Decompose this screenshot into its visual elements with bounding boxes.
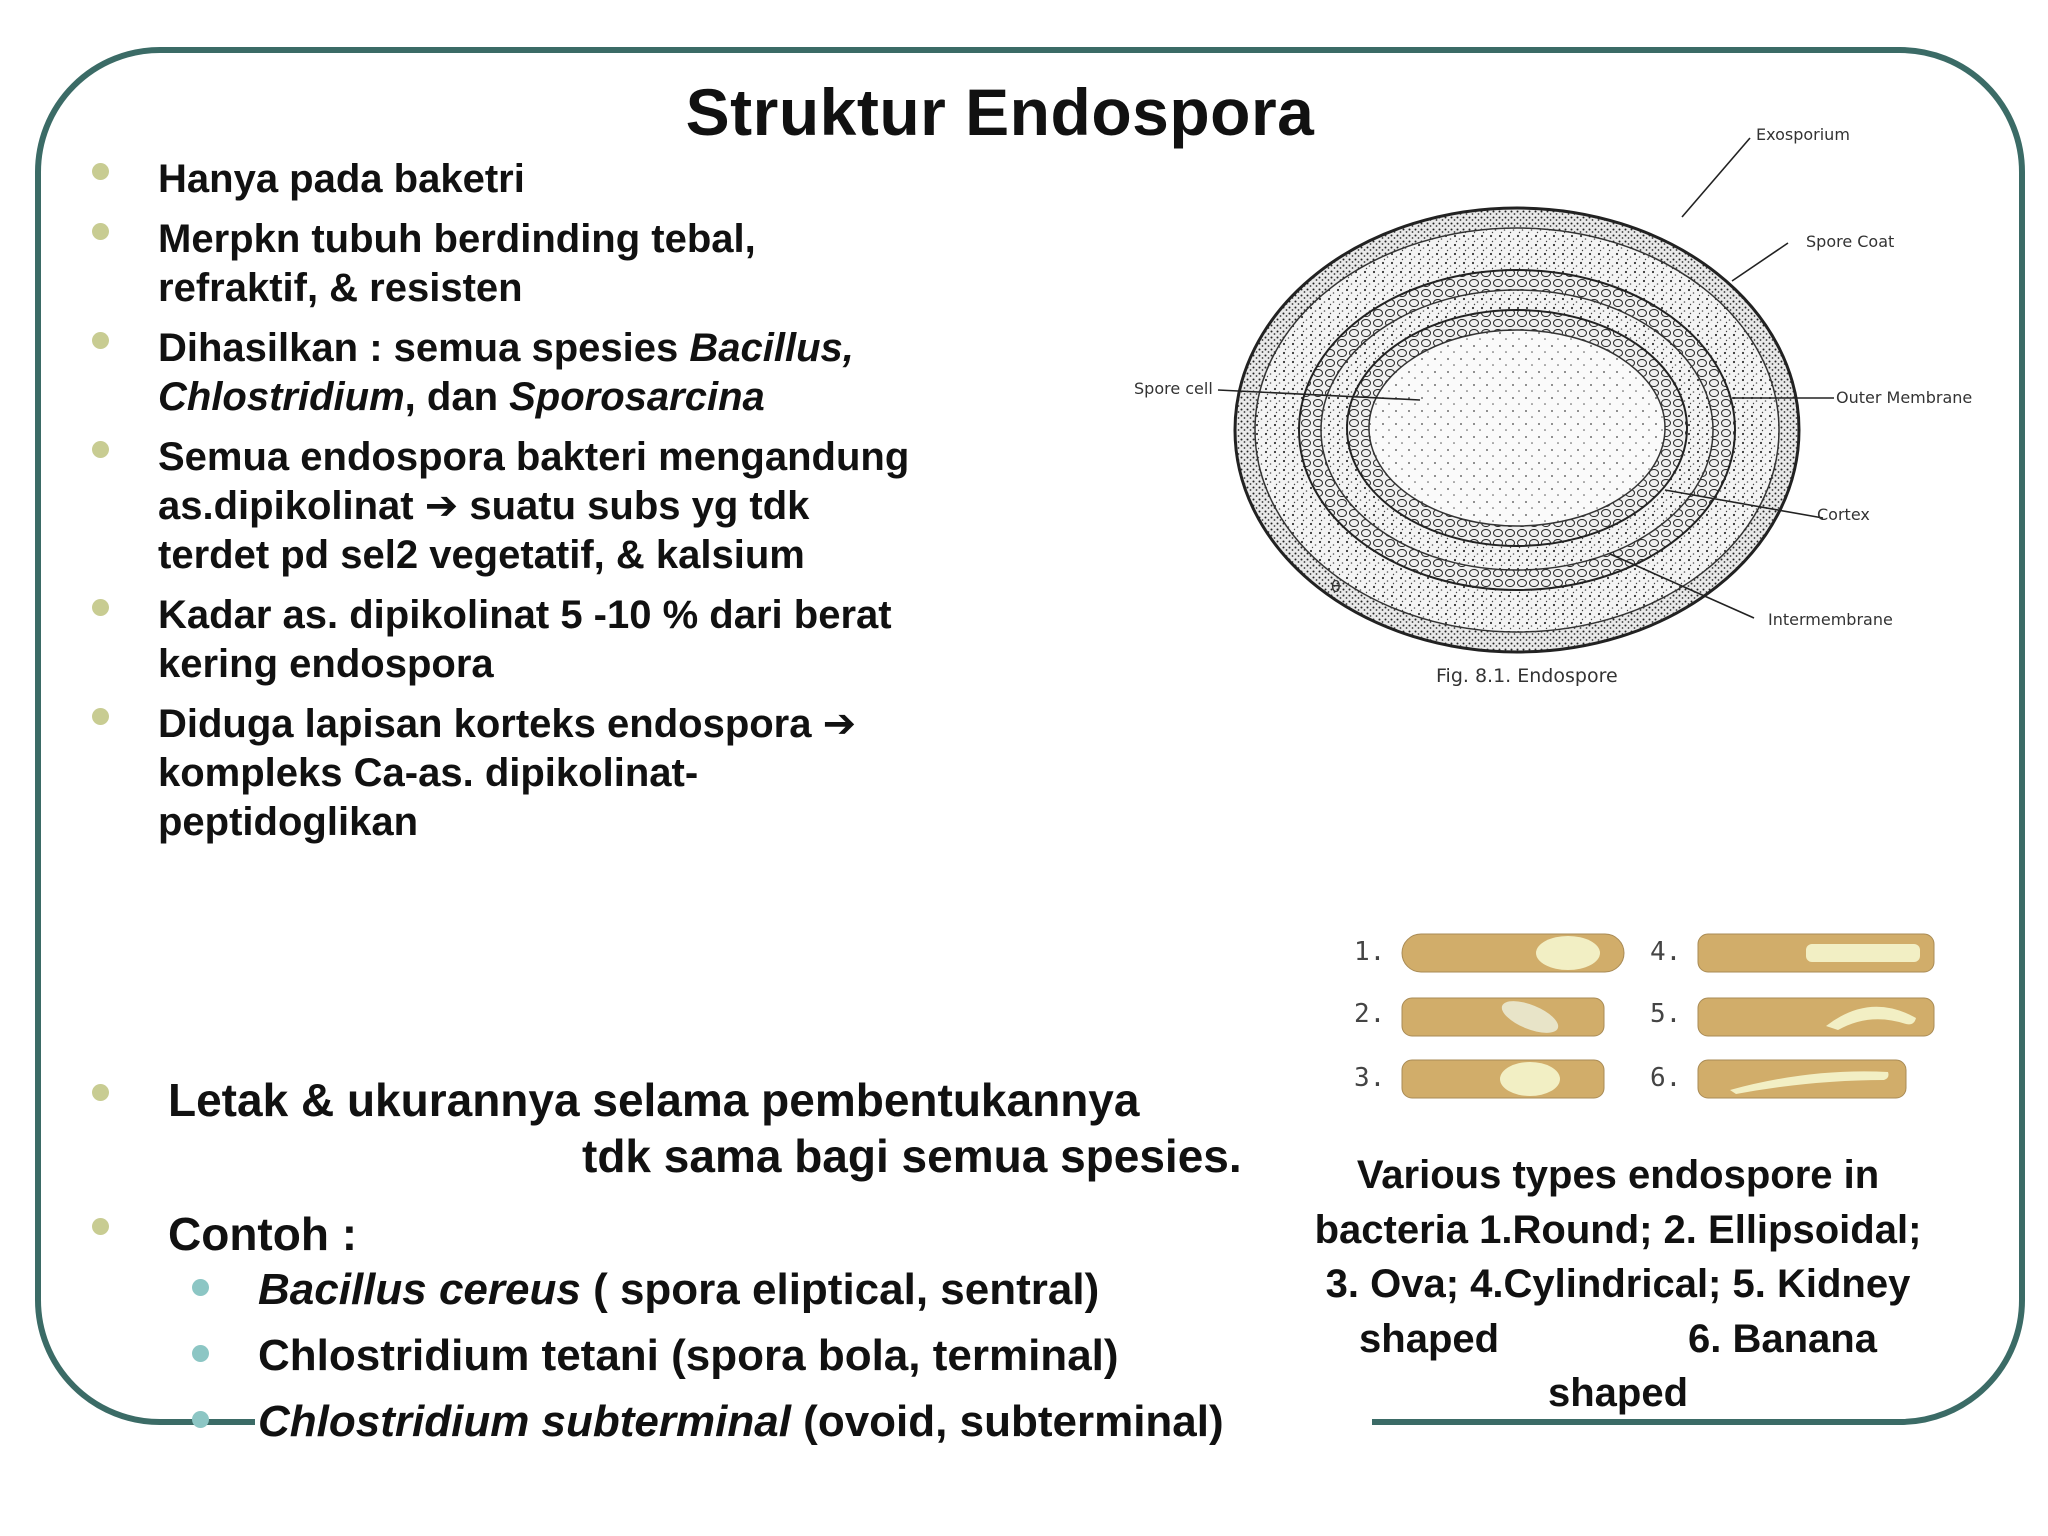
type-number: 6.	[1650, 1063, 1681, 1093]
figure-caption: Fig. 8.1. Endospore	[1436, 665, 1618, 687]
bullet-dot	[92, 163, 109, 180]
example-item: Chlostridium tetani (spora bola, termina…	[190, 1323, 1340, 1389]
label-spore-cell: Spore cell	[1134, 379, 1213, 398]
bullet-dot	[92, 441, 109, 458]
bullet-dot	[92, 223, 109, 240]
slide-title: Struktur Endospora	[685, 75, 1315, 149]
label-leader-lines	[1217, 137, 1834, 619]
bullet-dot	[92, 1218, 109, 1235]
bullet-dot	[92, 599, 109, 616]
bullet-item: Hanya pada baketri	[90, 155, 1090, 204]
label-intermembrane: Intermembrane	[1768, 610, 1893, 629]
spore-type-kidney: 5.	[1650, 997, 1935, 1037]
bullet-item: Dihasilkan : semua spesies Bacillus, Chl…	[90, 324, 1090, 422]
type-number: 1.	[1354, 937, 1385, 967]
bullet-item: Semua endospora bakteri mengandung as.di…	[90, 433, 1090, 580]
bullet-item: Merpkn tubuh berdinding tebal, refraktif…	[90, 215, 1090, 313]
spore-type-cylindrical: 4.	[1650, 933, 1935, 973]
bullet-dot	[192, 1279, 209, 1296]
bullet-item: Contoh :	[90, 1206, 1330, 1262]
example-list: Bacillus cereus ( spora eliptical, sentr…	[190, 1257, 1340, 1455]
endospore-diagram: Exosporium Spore Coat Spore cell Outer M…	[1134, 125, 1972, 687]
spore-type-ellipsoidal: 2.	[1354, 997, 1605, 1037]
bullet-item: Kadar as. dipikolinat 5 -10 % dari berat…	[90, 591, 1090, 689]
label-exosporium: Exosporium	[1756, 125, 1850, 144]
label-spore-coat: Spore Coat	[1806, 232, 1894, 251]
corner-mark: θ	[1331, 577, 1341, 596]
lower-bullet-list: Letak & ukurannya selama pembentukannya …	[90, 1072, 1330, 1262]
type-number: 3.	[1354, 1063, 1385, 1093]
type-number: 4.	[1650, 937, 1681, 967]
spore-type-round: 1.	[1354, 933, 1625, 973]
bullet-dot	[92, 332, 109, 349]
label-cortex: Cortex	[1817, 505, 1870, 524]
label-outer-membrane: Outer Membrane	[1836, 388, 1972, 407]
bullet-dot	[92, 708, 109, 725]
bullet-item: Letak & ukurannya selama pembentukannya …	[90, 1072, 1330, 1184]
bullet-dot	[92, 1084, 109, 1101]
spore-layers	[1233, 206, 1801, 654]
type-number: 2.	[1354, 999, 1385, 1029]
bullet-dot	[192, 1411, 209, 1428]
spore-type-oval: 3.	[1354, 1059, 1605, 1099]
spore-type-banana: 6.	[1650, 1059, 1907, 1099]
spore-types-caption: Various types endospore in bacteria 1.Ro…	[1314, 1153, 1922, 1415]
bullet-list: Hanya pada baketri Merpkn tubuh berdindi…	[90, 155, 1090, 858]
example-item: Chlostridium subterminal (ovoid, subterm…	[190, 1389, 1340, 1455]
bullet-dot	[192, 1345, 209, 1362]
example-item: Bacillus cereus ( spora eliptical, sentr…	[190, 1257, 1340, 1323]
bullet-item: Diduga lapisan korteks endospora ➔ kompl…	[90, 700, 1090, 847]
spore-types-diagram: 1. 2. 3. 4. 5. 6.	[1354, 933, 1935, 1099]
type-number: 5.	[1650, 999, 1681, 1029]
